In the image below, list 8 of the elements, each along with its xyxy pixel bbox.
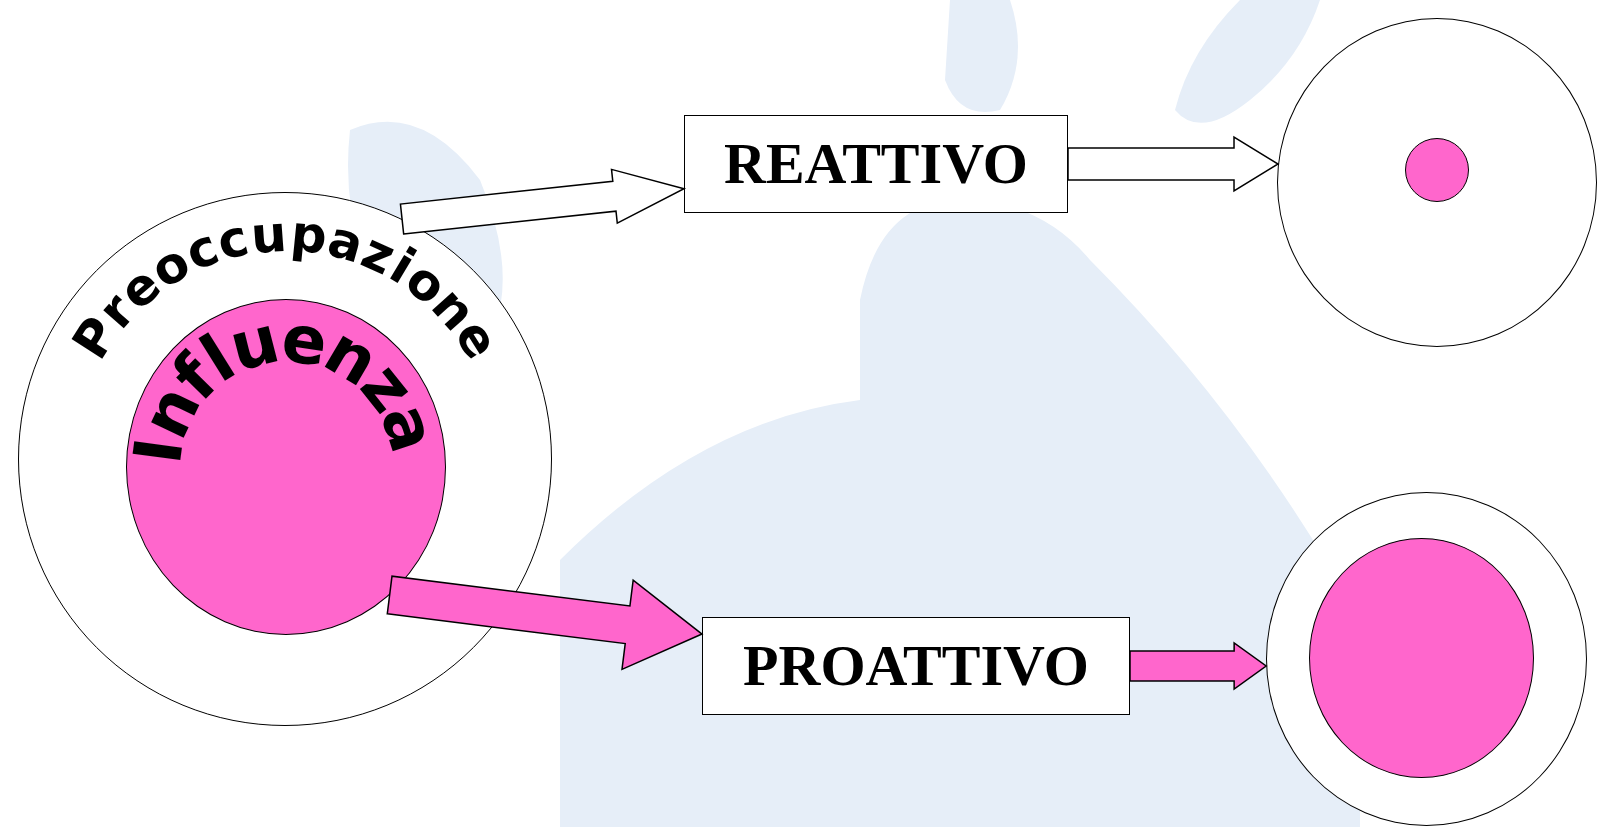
block-arrow: [1067, 135, 1280, 193]
label-box: [684, 115, 1068, 213]
block-arrow: [1129, 641, 1268, 691]
block-arrow: [399, 168, 687, 235]
box-label: REATTIVO: [724, 132, 1028, 196]
block-arrow: [386, 575, 704, 671]
label-box: [702, 617, 1130, 715]
box-label: PROATTIVO: [743, 634, 1089, 698]
